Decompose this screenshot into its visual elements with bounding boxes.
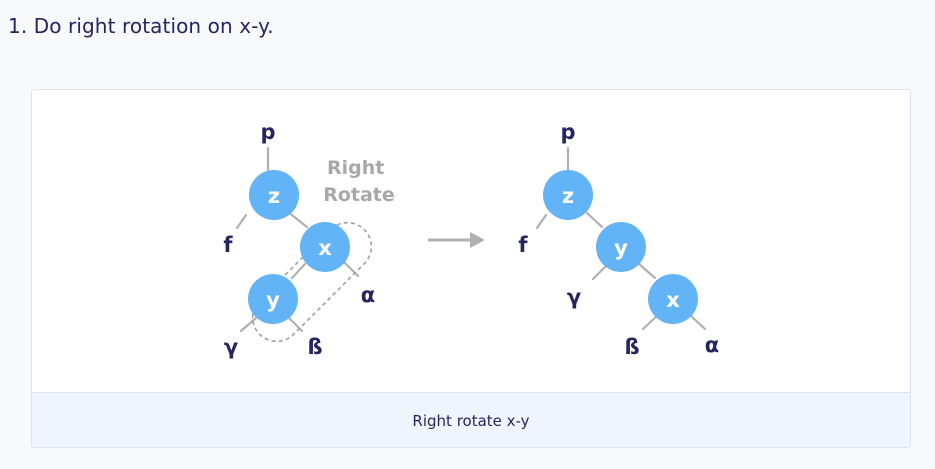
node-z-after-circle: [543, 170, 593, 220]
edge-y-gamma-after: [591, 264, 608, 281]
node-y-circle: [248, 274, 298, 324]
subtree-labels-after: p f γ ß α: [518, 120, 719, 359]
subtree-beta-label: ß: [307, 335, 322, 359]
edge-x-y: [290, 262, 307, 280]
node-z-after-label: z: [562, 184, 574, 208]
edge-y-x-after: [637, 262, 657, 280]
edges-after: [535, 146, 707, 331]
node-y-after: y: [596, 222, 646, 272]
node-x-circle: [300, 222, 350, 272]
edges-before: [235, 146, 360, 333]
node-y-after-circle: [596, 222, 646, 272]
node-x: x: [300, 222, 350, 272]
edge-x-alpha-after: [689, 314, 707, 331]
edge-x-alpha: [342, 260, 360, 278]
edge-z-f: [235, 213, 248, 230]
nodes-before: z x y: [248, 170, 350, 324]
node-x-label: x: [318, 236, 332, 260]
transform-arrow: [428, 232, 485, 248]
edge-z-y-after: [585, 211, 604, 229]
node-z-circle: [249, 170, 299, 220]
edge-z-f-after: [535, 213, 548, 230]
figure-caption: Right rotate x-y: [412, 411, 530, 430]
figure-card: Right Rotate z x y z: [31, 89, 911, 448]
subtree-f-label: f: [223, 233, 233, 257]
subtree-p-after-label: p: [560, 120, 575, 144]
nodes-after: z y x: [543, 170, 698, 324]
figure-caption-bar: Right rotate x-y: [32, 392, 910, 447]
node-x-after-circle: [648, 274, 698, 324]
right-rotate-label: Right Rotate: [323, 157, 395, 206]
subtree-beta-after-label: ß: [624, 335, 639, 359]
node-x-after-label: x: [666, 288, 680, 312]
node-z-label: z: [268, 184, 280, 208]
node-y-after-label: y: [614, 236, 628, 260]
edge-x-beta-after: [641, 314, 659, 331]
rotation-diagram: Right Rotate z x y z: [223, 120, 719, 359]
node-z: z: [249, 170, 299, 220]
node-y: y: [248, 274, 298, 324]
node-y-label: y: [266, 288, 280, 312]
subtree-alpha-label: α: [361, 283, 375, 307]
subtree-labels-before: p f α γ ß: [223, 120, 375, 359]
node-z-after: z: [543, 170, 593, 220]
edge-z-x: [286, 210, 309, 229]
arrow-head: [470, 232, 485, 248]
node-x-after: x: [648, 274, 698, 324]
subtree-f-after-label: f: [518, 233, 528, 257]
subtree-alpha-after-label: α: [705, 333, 719, 357]
subtree-p-label: p: [260, 120, 275, 144]
right-rotate-label-line2: Rotate: [323, 184, 395, 206]
edge-y-gamma: [239, 316, 258, 333]
subtree-gamma-label: γ: [224, 335, 238, 359]
rotation-highlight-outline: [251, 221, 373, 343]
edge-y-beta: [287, 316, 304, 333]
right-rotate-label-line1: Right: [327, 157, 384, 179]
step-instruction: 1. Do right rotation on x-y.: [8, 14, 274, 38]
subtree-gamma-after-label: γ: [567, 285, 581, 309]
